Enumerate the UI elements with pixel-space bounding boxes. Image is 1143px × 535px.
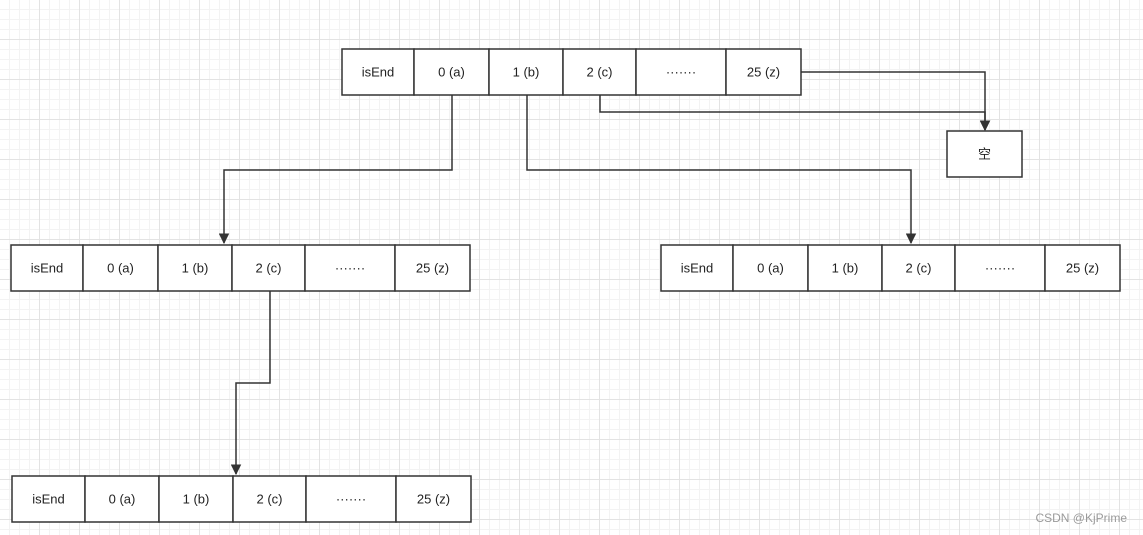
cell-label: isEnd bbox=[681, 261, 714, 276]
cell-label: 1 (b) bbox=[513, 65, 540, 80]
cell-label: 25 (z) bbox=[416, 261, 449, 276]
trie-node-child-b: isEnd 0 (a) 1 (b) 2 (c) ······· 25 (z) bbox=[660, 244, 1121, 292]
cell-0-a bbox=[82, 244, 159, 292]
cell-label: 2 (c) bbox=[587, 65, 613, 80]
trie-node-child-a: isEnd 0 (a) 1 (b) 2 (c) ······· 25 (z) bbox=[10, 244, 471, 292]
cell-1-b bbox=[158, 475, 234, 523]
cell-label: 1 (b) bbox=[183, 492, 210, 507]
cell-label: 2 (c) bbox=[256, 261, 282, 276]
cell-label: ······· bbox=[335, 261, 365, 276]
cell-25-z bbox=[725, 48, 802, 96]
cell-ellipsis bbox=[954, 244, 1046, 292]
cell-label: ······· bbox=[985, 261, 1015, 276]
null-node-box bbox=[946, 130, 1023, 178]
edge-root-c-to-null bbox=[599, 95, 991, 132]
cell-ellipsis bbox=[305, 475, 397, 523]
cell-ellipsis bbox=[635, 48, 727, 96]
edge-root-b-to-child-b bbox=[526, 95, 917, 245]
cell-label: isEnd bbox=[32, 492, 65, 507]
cell-label: 25 (z) bbox=[417, 492, 450, 507]
cell-label: 1 (b) bbox=[182, 261, 209, 276]
cell-isend bbox=[11, 475, 86, 523]
edge-root-a-to-child-a bbox=[218, 95, 453, 245]
cell-label: 25 (z) bbox=[747, 65, 780, 80]
cell-label: 2 (c) bbox=[257, 492, 283, 507]
cell-0-a bbox=[413, 48, 490, 96]
null-node: 空 bbox=[946, 130, 1023, 178]
cell-isend bbox=[341, 48, 415, 96]
cell-25-z bbox=[395, 475, 472, 523]
cell-label: 1 (b) bbox=[832, 261, 859, 276]
cell-label: ······· bbox=[666, 65, 696, 80]
null-node-label: 空 bbox=[978, 147, 991, 162]
cell-1-b bbox=[488, 48, 564, 96]
cell-label: isEnd bbox=[31, 261, 64, 276]
cell-label: 2 (c) bbox=[906, 261, 932, 276]
trie-node-root: isEnd 0 (a) 1 (b) 2 (c) ······· 25 (z) bbox=[341, 48, 802, 96]
cell-0-a bbox=[732, 244, 809, 292]
cell-2-c bbox=[232, 475, 307, 523]
trie-node-grandchild-c: isEnd 0 (a) 1 (b) 2 (c) ······· 25 (z) bbox=[11, 475, 472, 523]
cell-label: 0 (a) bbox=[438, 65, 465, 80]
edges bbox=[218, 71, 991, 476]
cell-label: ······· bbox=[336, 492, 366, 507]
cell-25-z bbox=[394, 244, 471, 292]
cell-label: 0 (a) bbox=[757, 261, 784, 276]
cell-25-z bbox=[1044, 244, 1121, 292]
cell-label: isEnd bbox=[362, 65, 395, 80]
edge-root-z-to-null bbox=[801, 71, 991, 132]
cell-2-c bbox=[231, 244, 306, 292]
cell-label: 0 (a) bbox=[107, 261, 134, 276]
cell-0-a bbox=[84, 475, 160, 523]
watermark: CSDN @KjPrime bbox=[1035, 511, 1127, 525]
edge-child-a-c-to-grandchild bbox=[230, 291, 271, 476]
cell-label: 25 (z) bbox=[1066, 261, 1099, 276]
cell-label: 0 (a) bbox=[109, 492, 136, 507]
cell-1-b bbox=[807, 244, 883, 292]
